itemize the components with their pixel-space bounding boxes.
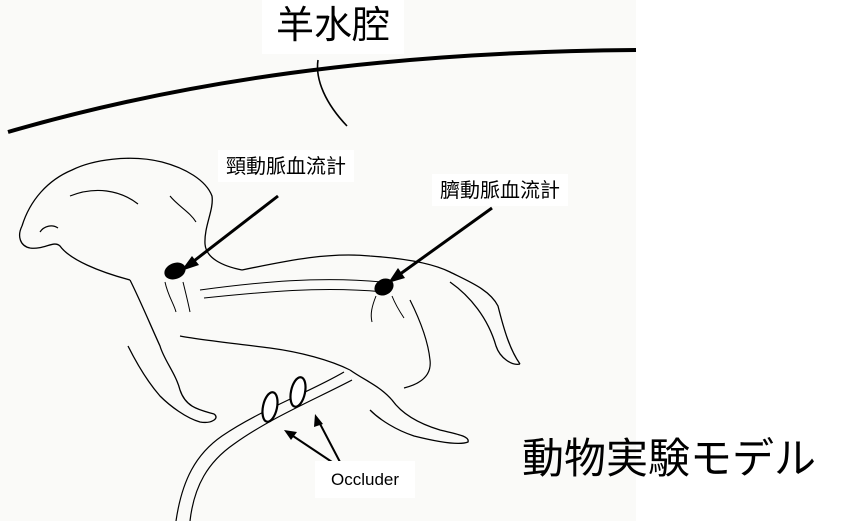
umbilical-flowmeter-label: 臍動脈血流計 bbox=[432, 174, 568, 206]
amniotic-cavity-label: 羊水腔 bbox=[262, 0, 404, 54]
diagram-caption: 動物実験モデル bbox=[520, 434, 818, 484]
carotid-flowmeter-label: 頸動脈血流計 bbox=[218, 150, 354, 182]
occluder-label: Occluder bbox=[315, 461, 415, 498]
